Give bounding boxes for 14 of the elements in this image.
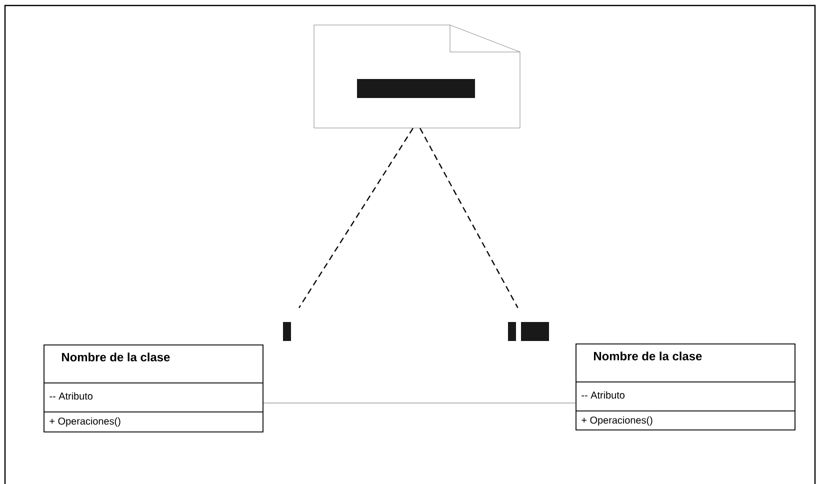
attribute-text: -- Atributo <box>50 392 93 400</box>
dashed-line <box>298 128 414 308</box>
dashed-line <box>419 128 518 308</box>
class-box <box>576 344 796 430</box>
association-line <box>263 402 576 404</box>
operation-text: + Operaciones() <box>582 416 652 426</box>
class-box <box>44 344 264 432</box>
class-name: Nombre de la clase <box>62 352 170 362</box>
attribute-text: -- Atributo <box>582 391 625 399</box>
redacted-bar <box>508 322 549 341</box>
note-shape <box>314 24 520 128</box>
operation-text: + Operaciones() <box>50 417 120 427</box>
redacted-bar <box>283 322 291 341</box>
class-name: Nombre de la clase <box>594 352 702 360</box>
